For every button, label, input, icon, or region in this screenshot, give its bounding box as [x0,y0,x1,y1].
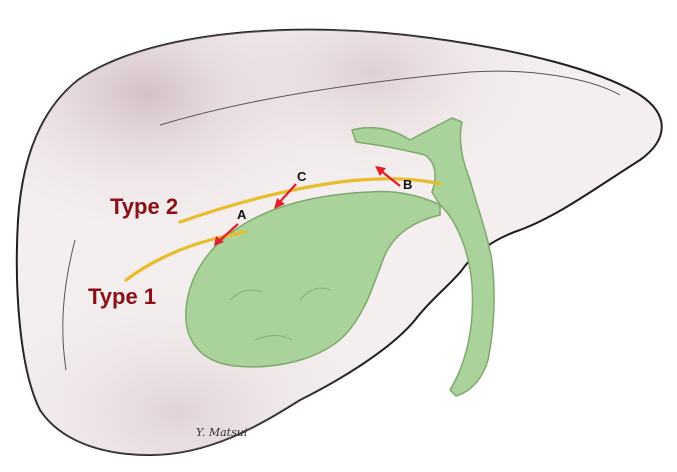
arrow-c [274,183,297,209]
common-bile-duct [351,117,495,397]
gallbladder-texture-3 [254,335,293,341]
arrow-a [214,223,239,246]
type1-duct [124,230,247,282]
type1-label: Type 1 [88,284,156,309]
label-c: C [297,169,307,184]
liver-inner-contour-top [159,70,621,126]
liver-inner-contour-left [62,239,76,371]
label-a: A [237,207,247,222]
gallbladder-texture-1 [229,289,263,301]
type2-label: Type 2 [110,194,178,219]
arrow-b [375,166,401,187]
artist-signature: Y. Matsui [196,426,247,439]
gallbladder-texture-2 [299,287,331,301]
gallbladder [185,190,441,368]
type2-duct [178,177,442,224]
label-b: B [403,177,412,192]
